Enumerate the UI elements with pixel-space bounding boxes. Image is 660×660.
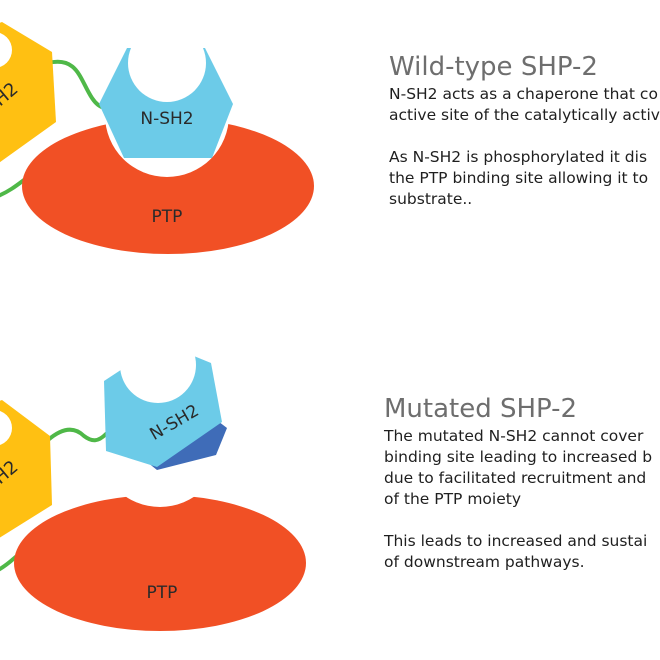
- wildtype-para1-line: N-SH2 acts as a chaperone that co: [389, 85, 658, 103]
- mutated-linker-csh2-nsh2: [46, 427, 108, 443]
- wildtype-ptp-shape: [22, 118, 314, 254]
- wildtype-para2-line: substrate..: [389, 190, 473, 208]
- mutated-paragraph-2: This leads to increased and sustai of do…: [384, 531, 652, 573]
- wildtype-para1-line: active site of the catalytically activ: [389, 106, 660, 124]
- wildtype-paragraph-1: N-SH2 acts as a chaperone that co active…: [389, 84, 660, 126]
- mutated-group: C-SH2 PTP N-SH2: [0, 343, 306, 631]
- mutated-nsh2-shape: [104, 343, 222, 467]
- mutated-ptp-label: PTP: [147, 583, 178, 603]
- wildtype-paragraph-2: As N-SH2 is phosphorylated it dis the PT…: [389, 147, 660, 210]
- wildtype-para2-line: the PTP binding site allowing it to: [389, 169, 649, 187]
- wildtype-para2-line: As N-SH2 is phosphorylated it dis: [389, 148, 648, 166]
- wildtype-linker-ptp: [0, 178, 26, 198]
- wildtype-csh2-shape: [0, 22, 56, 163]
- mutated-paragraph-1: The mutated N-SH2 cannot cover binding s…: [384, 426, 652, 510]
- wildtype-nsh2-label: N-SH2: [140, 109, 193, 129]
- mutated-para1-line: The mutated N-SH2 cannot cover: [384, 427, 644, 445]
- mutated-heading: Mutated SHP-2: [384, 394, 578, 424]
- mutated-ptp-domain: PTP: [14, 495, 306, 631]
- wildtype-group: C-SH2 PTP N-SH2: [0, 22, 314, 254]
- mutated-nsh2-domain: N-SH2: [104, 343, 227, 470]
- mutated-para1-line: due to facilitated recruitment and: [384, 469, 647, 487]
- mutated-ptp-shape: [14, 495, 306, 631]
- mutated-description: Mutated SHP-2 The mutated N-SH2 cannot c…: [384, 394, 652, 573]
- wildtype-nsh2-shape: [99, 48, 233, 158]
- wildtype-heading: Wild-type SHP-2: [389, 52, 598, 82]
- mutated-para1-line: binding site leading to increased b: [384, 448, 653, 466]
- wildtype-ptp-domain: PTP: [22, 118, 314, 254]
- wildtype-nsh2-domain: N-SH2: [99, 48, 233, 158]
- wildtype-ptp-label: PTP: [152, 207, 183, 227]
- mutated-para1-line: of the PTP moiety: [384, 490, 521, 508]
- mutated-para2-line: This leads to increased and sustai: [384, 532, 648, 550]
- wildtype-csh2-domain: C-SH2: [0, 22, 56, 163]
- mutated-csh2-shape: [0, 400, 52, 538]
- mutated-csh2-domain: C-SH2: [0, 400, 52, 538]
- wildtype-description: Wild-type SHP-2 N-SH2 acts as a chaperon…: [389, 52, 660, 210]
- mutated-para2-line: of downstream pathways.: [384, 553, 585, 571]
